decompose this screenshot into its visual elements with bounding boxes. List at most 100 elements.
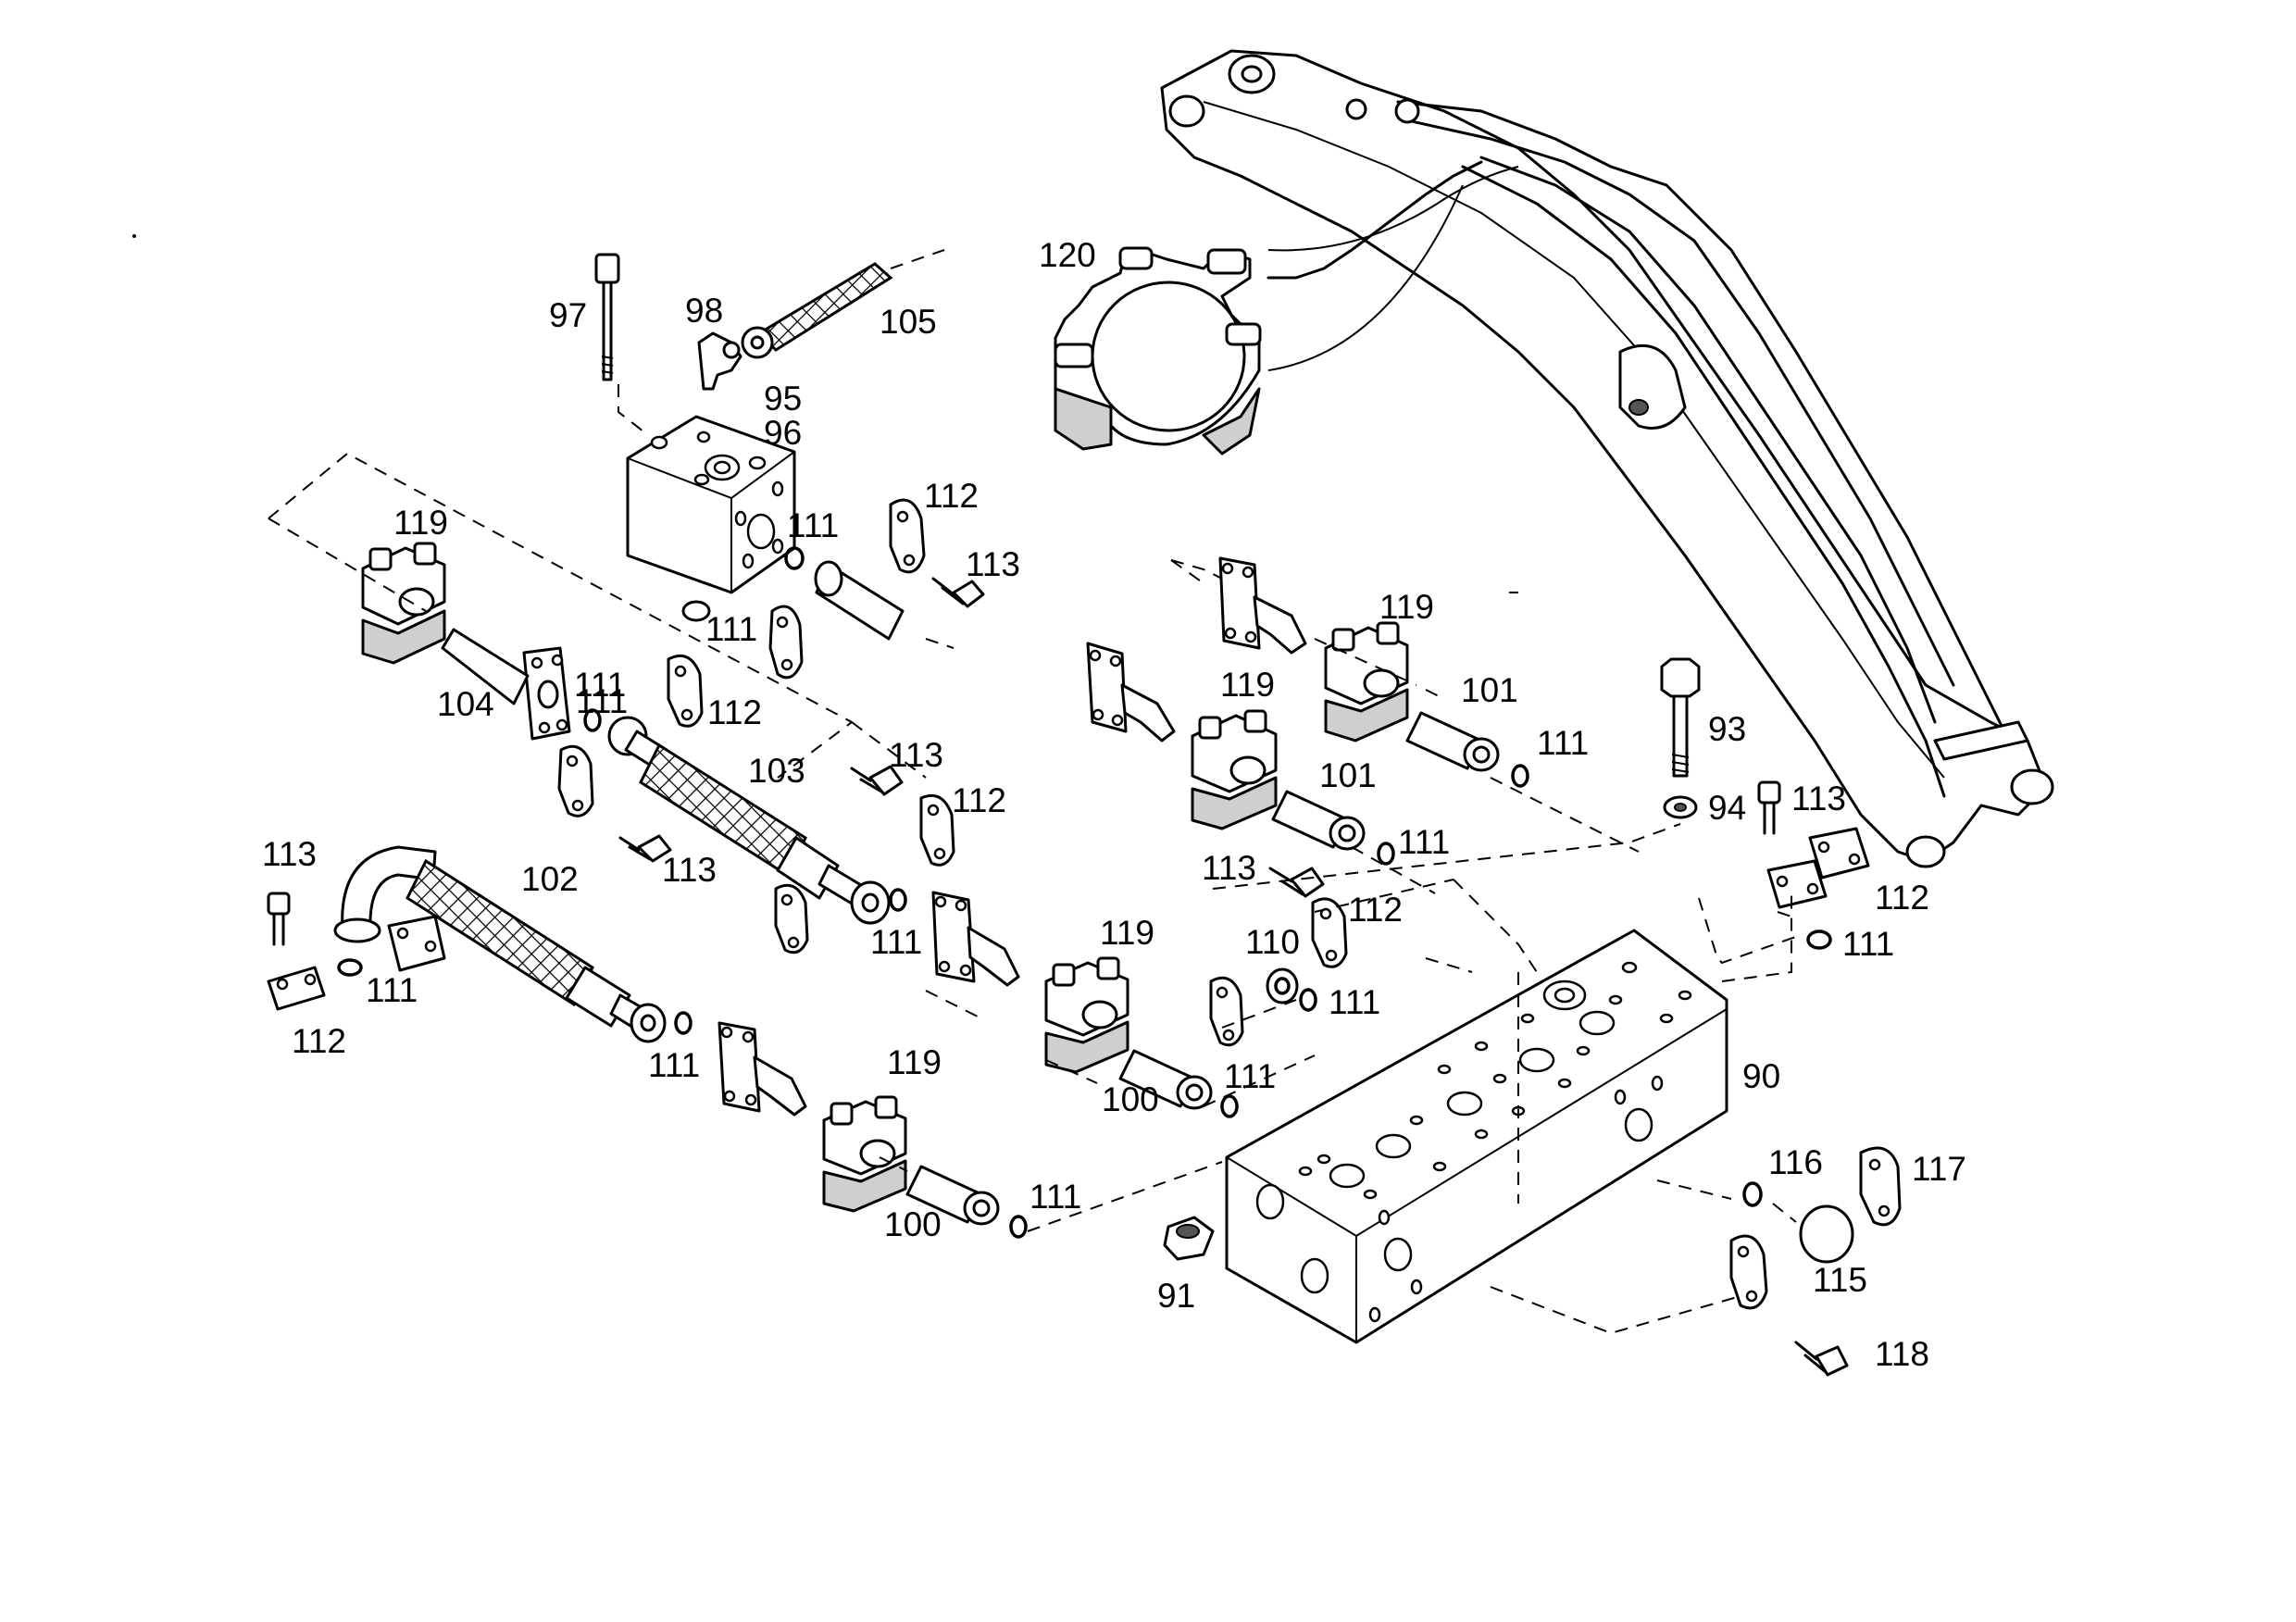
label-111-f: 111 bbox=[648, 1046, 700, 1084]
label-113-b: 113 bbox=[889, 736, 943, 774]
label-111-b: 111 bbox=[705, 610, 757, 648]
split-flange-117 bbox=[1859, 1146, 1902, 1227]
split-flange-112-g bbox=[1209, 976, 1244, 1047]
flange-104 bbox=[441, 628, 571, 741]
label-111-d: 111 bbox=[870, 923, 922, 961]
label-120: 120 bbox=[1039, 236, 1096, 274]
label-119-middle: 119 bbox=[1100, 914, 1154, 952]
split-flange-112-e bbox=[774, 883, 809, 954]
label-111-a: 111 bbox=[787, 506, 839, 544]
label-119-left: 119 bbox=[393, 504, 448, 542]
split-flange-112-b bbox=[667, 655, 704, 728]
pipe-100-upper bbox=[1118, 1049, 1213, 1110]
split-flange-112-a bbox=[768, 605, 804, 680]
split-flange-112-h bbox=[267, 915, 446, 1011]
flange-top-center bbox=[1086, 642, 1176, 742]
clamp-119-lower bbox=[822, 1095, 907, 1213]
clamp-119-left bbox=[361, 542, 446, 665]
label-118: 118 bbox=[1875, 1335, 1929, 1373]
label-110: 110 bbox=[1245, 923, 1300, 961]
plug-91 bbox=[1163, 1216, 1215, 1261]
label-117: 117 bbox=[1912, 1150, 1966, 1188]
washer-94 bbox=[1663, 795, 1698, 819]
label-116: 116 bbox=[1768, 1143, 1823, 1181]
label-91: 91 bbox=[1157, 1277, 1195, 1315]
label-111-l: 111 bbox=[1842, 925, 1894, 963]
label-111-m: 111 bbox=[576, 682, 628, 720]
flange-middle bbox=[931, 891, 1020, 987]
pipe-101-upper bbox=[1405, 711, 1500, 772]
bolt-118 bbox=[1794, 1341, 1849, 1377]
pipe-valve-outlet bbox=[814, 560, 905, 641]
flange-lower bbox=[718, 1021, 807, 1117]
label-111-h: 111 bbox=[1398, 823, 1450, 861]
flange-top-right bbox=[1218, 556, 1307, 655]
assembly-dashed-lines bbox=[268, 452, 1802, 1335]
bolt-113-c bbox=[1268, 867, 1325, 898]
split-flange-112-c bbox=[557, 744, 594, 817]
label-113-d: 113 bbox=[1202, 849, 1256, 887]
label-113-c: 113 bbox=[662, 851, 717, 889]
label-111-e: 111 bbox=[366, 971, 418, 1009]
bolt-93 bbox=[1660, 657, 1701, 778]
label-115: 115 bbox=[1813, 1261, 1867, 1299]
bolt-113-top bbox=[931, 577, 985, 608]
label-97: 97 bbox=[549, 296, 587, 334]
label-101-b: 101 bbox=[1319, 756, 1377, 794]
split-flange-112-d bbox=[919, 793, 955, 867]
bolt-113-left bbox=[267, 892, 291, 946]
valve-block-95 bbox=[618, 384, 796, 622]
blind-cover-115 bbox=[1799, 1204, 1854, 1264]
label-119-upper-right: 119 bbox=[1379, 588, 1434, 626]
label-103: 103 bbox=[748, 752, 805, 790]
label-93: 93 bbox=[1708, 710, 1746, 748]
label-111-c: 111 bbox=[574, 666, 626, 704]
label-112-b: 112 bbox=[707, 693, 762, 731]
part-labels: 90 91 93 94 95 96 97 98 105 120 119 119 … bbox=[262, 236, 1966, 1373]
leader-line-120 bbox=[1267, 166, 1519, 252]
label-119-lower: 119 bbox=[887, 1043, 942, 1081]
bolt-113-a bbox=[850, 765, 904, 796]
bolt-113-right bbox=[1757, 780, 1781, 835]
label-113-e: 113 bbox=[262, 835, 317, 873]
bolt-113-b bbox=[618, 834, 672, 863]
hose-105 bbox=[741, 249, 945, 359]
label-98: 98 bbox=[685, 292, 723, 330]
split-flange-117-lower bbox=[1729, 1234, 1768, 1310]
pipe-clamp-120 bbox=[1054, 246, 1262, 455]
label-104: 104 bbox=[437, 685, 494, 723]
pipe-101-lower bbox=[1271, 790, 1366, 851]
label-100-a: 100 bbox=[1102, 1080, 1159, 1118]
fitting-98 bbox=[697, 331, 742, 391]
label-100-b: 100 bbox=[884, 1205, 942, 1243]
label-113-a: 113 bbox=[966, 545, 1020, 583]
label-119-center: 119 bbox=[1220, 666, 1275, 704]
label-113-f: 113 bbox=[1791, 780, 1846, 817]
label-112-a: 112 bbox=[924, 477, 979, 515]
stray-dot bbox=[132, 234, 136, 238]
label-112-f: 112 bbox=[1875, 879, 1929, 917]
label-111-k: 111 bbox=[1029, 1178, 1081, 1216]
clamp-119-upper-right bbox=[1324, 621, 1409, 742]
split-flange-112-top bbox=[889, 498, 926, 574]
pipe-100-lower bbox=[905, 1165, 1000, 1226]
clamp-119-center bbox=[1191, 709, 1278, 830]
hose-103 bbox=[607, 716, 891, 925]
hose-102 bbox=[333, 845, 667, 1043]
label-90: 90 bbox=[1742, 1057, 1780, 1095]
label-112-e: 112 bbox=[292, 1022, 346, 1060]
bolt-97 bbox=[594, 253, 620, 381]
label-101-a: 101 bbox=[1461, 671, 1518, 709]
boom-arm bbox=[1160, 49, 2054, 868]
clamp-119-middle bbox=[1044, 956, 1129, 1074]
label-112-d: 112 bbox=[1348, 891, 1403, 929]
leader-line-120 bbox=[1267, 184, 1464, 371]
o-rings bbox=[337, 546, 1832, 1239]
label-96: 96 bbox=[764, 414, 802, 452]
label-105: 105 bbox=[880, 303, 937, 341]
label-95: 95 bbox=[764, 380, 802, 418]
label-102: 102 bbox=[521, 860, 579, 898]
label-112-c: 112 bbox=[952, 781, 1006, 819]
label-111-g: 111 bbox=[1537, 724, 1589, 762]
